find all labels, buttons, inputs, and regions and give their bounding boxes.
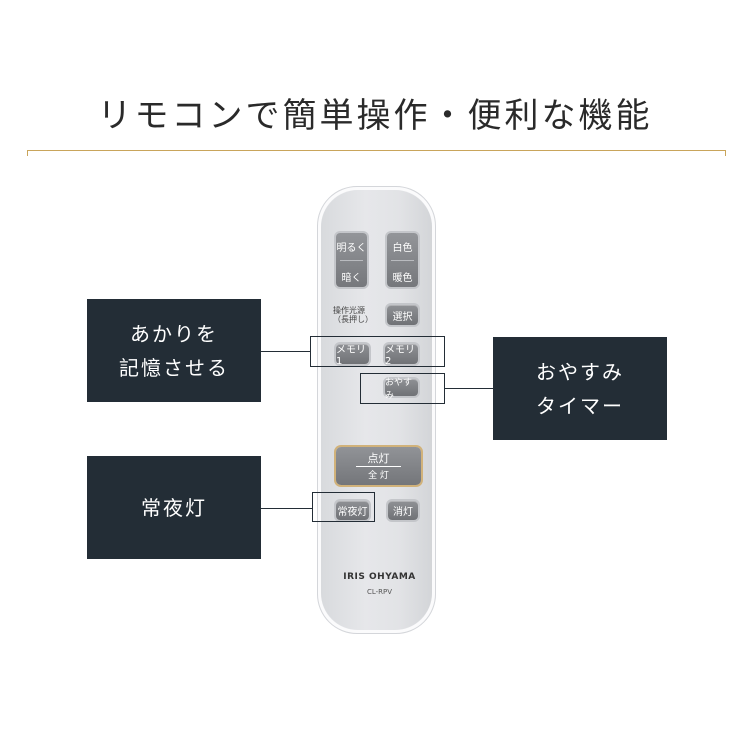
callout-sleep-line xyxy=(444,388,493,389)
dark-button[interactable]: 暗く xyxy=(341,273,362,284)
page-title: リモコンで簡単操作・便利な機能 xyxy=(97,96,653,136)
brightness-divider xyxy=(340,260,363,261)
callout-memory-line1: あかりを xyxy=(130,321,218,346)
memory2-button[interactable]: メモリ2 xyxy=(385,344,418,367)
on-label: 点灯 xyxy=(367,452,390,465)
callout-memory-line xyxy=(261,351,310,352)
callout-sleep-line1: おやすみ xyxy=(536,359,624,384)
source-label: 操作光源 （長押し） xyxy=(333,306,373,324)
brightness-buttons[interactable]: 明るく 暗く xyxy=(336,233,367,287)
off-button[interactable]: 消灯 xyxy=(388,501,418,520)
remote-control: 明るく 暗く 白色 暖色 操作光源 （長押し） 選択 メモリ1 メモリ2 おやす… xyxy=(317,186,436,634)
night-light-button[interactable]: 常夜灯 xyxy=(336,501,369,520)
callout-sleep-line2: タイマー xyxy=(536,393,624,418)
source-label-line2: （長押し） xyxy=(333,315,373,324)
sleep-highlight-frame xyxy=(360,373,445,404)
white-button[interactable]: 白色 xyxy=(392,243,413,254)
model-number: CL-RPV xyxy=(366,588,393,596)
source-label-line1: 操作光源 xyxy=(333,306,365,315)
title-divider xyxy=(27,150,726,156)
select-button[interactable]: 選択 xyxy=(387,305,418,325)
on-full-button[interactable]: 点灯 全 灯 xyxy=(336,447,421,485)
color-divider xyxy=(391,260,414,261)
callout-memory-line2: 記憶させる xyxy=(119,355,229,380)
full-label: 全 灯 xyxy=(368,471,389,481)
callout-night: 常夜灯 xyxy=(87,456,261,559)
callout-sleep: おやすみ タイマー xyxy=(493,337,667,440)
night-highlight-frame xyxy=(312,492,375,522)
callout-memory: あかりを 記憶させる xyxy=(87,299,261,402)
warm-button[interactable]: 暖色 xyxy=(392,273,413,284)
memory-highlight-frame xyxy=(310,336,445,367)
callout-night-line1: 常夜灯 xyxy=(141,495,207,520)
memory1-button[interactable]: メモリ1 xyxy=(336,344,369,367)
on-full-divider xyxy=(356,466,401,467)
sleep-button[interactable]: おやすみ xyxy=(385,378,418,401)
callout-night-line xyxy=(261,508,312,509)
brand-logo: IRIS OHYAMA xyxy=(343,572,416,582)
bright-button[interactable]: 明るく xyxy=(336,243,367,254)
remote-face: 明るく 暗く 白色 暖色 操作光源 （長押し） 選択 メモリ1 メモリ2 おやす… xyxy=(321,190,432,630)
color-buttons[interactable]: 白色 暖色 xyxy=(387,233,418,287)
